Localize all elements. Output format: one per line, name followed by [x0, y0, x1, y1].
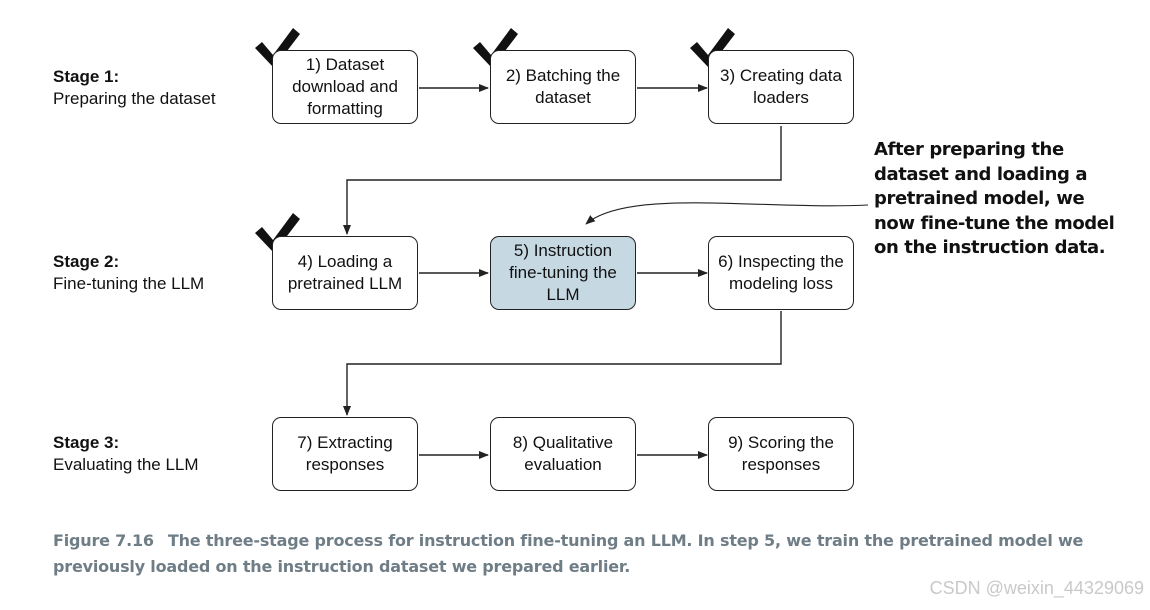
stage-1-label: Stage 1: Preparing the dataset	[53, 66, 216, 110]
annotation-text: After preparing the dataset and loading …	[874, 139, 1115, 258]
figure-label: Figure 7.16	[53, 531, 154, 550]
checkmark-icon-step-4	[255, 213, 300, 253]
stage-2-subtitle: Fine-tuning the LLM	[53, 274, 205, 293]
step-4-box: 4) Loading a pretrained LLM	[272, 236, 418, 310]
step-7-label: 7) Extracting responses	[297, 433, 393, 474]
step-2-label: 2) Batching the dataset	[505, 66, 621, 107]
step-8-label: 8) Qualitative evaluation	[512, 433, 614, 474]
step-5-box: 5) Instruction fine-tuning the LLM	[490, 236, 636, 310]
caption-text: The three-stage process for instruction …	[53, 531, 1084, 576]
step-9-label: 9) Scoring the responses	[728, 433, 834, 474]
checkmark-icon-step-3	[690, 28, 735, 68]
checkmark-icon-step-2	[473, 28, 518, 68]
arrow-3-to-4	[343, 126, 782, 235]
step-7-box: 7) Extracting responses	[272, 417, 418, 491]
step-9-box: 9) Scoring the responses	[708, 417, 854, 491]
step-8-box: 8) Qualitative evaluation	[490, 417, 636, 491]
stage-2-label: Stage 2: Fine-tuning the LLM	[53, 251, 204, 295]
watermark: CSDN @weixin_44329069	[929, 578, 1144, 598]
stage-1-title: Stage 1:	[53, 67, 120, 86]
step-6-label: 6) Inspecting the modeling loss	[718, 252, 844, 293]
checkmark-icon-step-1	[255, 28, 300, 68]
stage-3-title: Stage 3:	[53, 433, 120, 452]
step-1-box: 1) Dataset download and formatting	[272, 50, 418, 124]
stage-2-title: Stage 2:	[53, 252, 120, 271]
step-1-label: 1) Dataset download and formatting	[292, 55, 398, 118]
step-3-label: 3) Creating data loaders	[720, 66, 842, 107]
stage-3-label: Stage 3: Evaluating the LLM	[53, 432, 199, 476]
annotation-pointer	[585, 202, 869, 225]
step-5-label: 5) Instruction fine-tuning the LLM	[509, 241, 617, 304]
step-6-box: 6) Inspecting the modeling loss	[708, 236, 854, 310]
step-4-label: 4) Loading a pretrained LLM	[287, 252, 403, 293]
stage-3-subtitle: Evaluating the LLM	[53, 455, 199, 474]
step-2-box: 2) Batching the dataset	[490, 50, 636, 124]
stage-1-subtitle: Preparing the dataset	[53, 89, 216, 108]
step-3-box: 3) Creating data loaders	[708, 50, 854, 124]
arrow-6-to-7	[343, 311, 782, 416]
